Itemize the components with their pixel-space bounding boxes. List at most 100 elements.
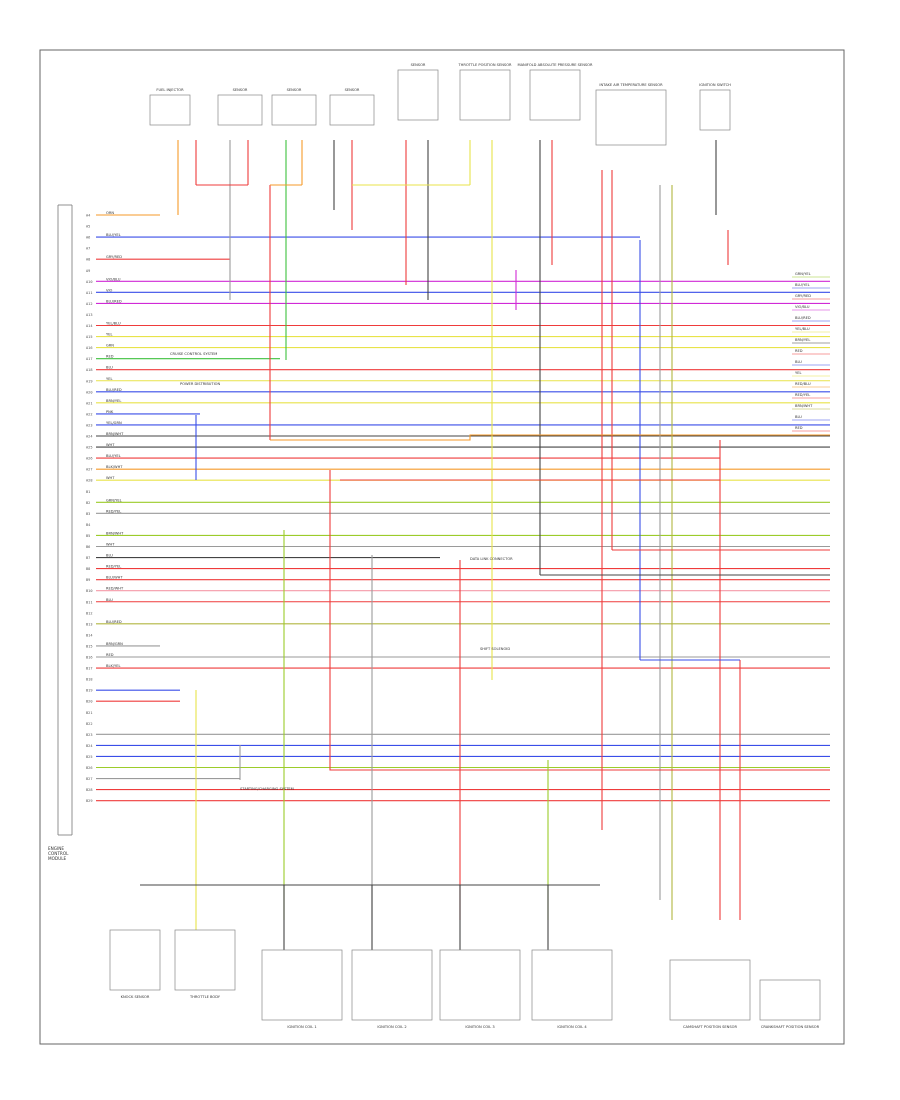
right-ref-label: YEL/BLU xyxy=(795,327,810,331)
ecm-pin-label: A10 xyxy=(86,280,93,284)
top-component-label: SENSOR xyxy=(233,88,248,92)
ecm-pin-label: A15 xyxy=(86,335,93,339)
bottom-component-label: IGNITION COIL 3 xyxy=(465,1025,494,1029)
ecm-pin-label: A5 xyxy=(86,225,90,229)
ecm-label: MODULE xyxy=(48,856,67,861)
wire-color-label: BLU/YEL xyxy=(106,233,121,237)
wire-color-label: BLU xyxy=(106,366,113,370)
ecm-pin-label: A17 xyxy=(86,357,93,361)
top-component xyxy=(329,94,375,126)
bottom-component-label: IGNITION COIL 1 xyxy=(287,1025,316,1029)
bottom-component-label: CAMSHAFT POSITION SENSOR xyxy=(683,1025,737,1029)
ecm-pin-label: B8 xyxy=(86,567,90,571)
ecm-pin-label: B27 xyxy=(86,777,93,781)
ecm-pin-label: A22 xyxy=(86,412,93,416)
ecm-pin-label: A25 xyxy=(86,446,93,450)
wire-color-label: PNK xyxy=(106,410,114,414)
top-component-label: SENSOR xyxy=(345,88,360,92)
ecm-pin-label: B12 xyxy=(86,611,93,615)
jog-wire xyxy=(329,470,830,771)
wire-color-label: BRN/YEL xyxy=(106,399,121,403)
wire-color-label: RED/WHT xyxy=(106,587,124,591)
wire-color-label: ORN xyxy=(106,211,114,215)
ecm-pin-label: B19 xyxy=(86,689,93,693)
ecm-pin-label: B1 xyxy=(86,490,90,494)
right-ref-label: YEL xyxy=(795,371,801,375)
mid-note-label: STARTING/CHARGING SYSTEM xyxy=(240,787,294,791)
ecm-pin-label: A8 xyxy=(86,258,90,262)
wire-layer xyxy=(96,140,830,950)
top-component xyxy=(149,94,191,126)
ecm-label: ENGINE xyxy=(48,846,64,851)
bottom-component xyxy=(351,949,433,1021)
ecm-pin-label: B15 xyxy=(86,644,93,648)
ecm-pin-label: A4 xyxy=(86,214,90,218)
bottom-component-label: THROTTLE BODY xyxy=(189,995,221,999)
wire-color-label: GRN xyxy=(106,344,114,348)
right-ref-label: BLU/YEL xyxy=(795,283,810,287)
ecm-pin-label: B20 xyxy=(86,700,93,704)
ecm-label: CONTROL xyxy=(48,851,69,856)
ecm-pin-label: B22 xyxy=(86,722,93,726)
label-layer: A4A5A6A7A8A9A10A11A12A13A14A15A16A17A18A… xyxy=(48,63,820,1029)
right-ref-label: RED xyxy=(795,426,803,430)
wire-color-label: RED xyxy=(106,653,114,657)
ecm-pin-label: B4 xyxy=(86,523,90,527)
jog-wire xyxy=(270,434,830,441)
top-component xyxy=(529,69,581,121)
mid-note-label: CRUISE CONTROL SYSTEM xyxy=(170,352,217,356)
ecm-pin-label: B6 xyxy=(86,545,90,549)
bottom-component xyxy=(759,979,821,1021)
wire-color-label: VIO xyxy=(106,288,113,292)
ecm-pin-label: A21 xyxy=(86,401,93,405)
top-component xyxy=(595,89,667,146)
right-ref-label: RED/BLU xyxy=(795,382,811,386)
right-ref-label: BRN/WHT xyxy=(795,404,813,408)
bottom-component xyxy=(174,929,236,991)
ecm-pin-label: A7 xyxy=(86,247,90,251)
mid-note-label: POWER DISTRIBUTION xyxy=(180,382,220,386)
wire-color-label: RED/YEL xyxy=(106,565,121,569)
ecm-pin-label: A12 xyxy=(86,302,93,306)
ecm-pin-label: B21 xyxy=(86,711,93,715)
top-component-label: SENSOR xyxy=(287,88,302,92)
ecm-pin-label: A26 xyxy=(86,457,93,461)
top-component xyxy=(217,94,263,126)
right-ref-label: RED/YEL xyxy=(795,393,810,397)
wire-color-label: RED/YEL xyxy=(106,509,121,513)
ecm-pin-label: A6 xyxy=(86,236,90,240)
mid-note-label: DATA LINK CONNECTOR xyxy=(470,557,513,561)
wire-color-label: BLU xyxy=(106,554,113,558)
ecm-pin-label: A11 xyxy=(86,291,93,295)
bottom-component-label: IGNITION COIL 4 xyxy=(557,1025,587,1029)
ecm-pin-label: B29 xyxy=(86,799,93,803)
ecm-pin-label: B25 xyxy=(86,755,93,759)
ecm-pin-label: A28 xyxy=(86,479,93,483)
right-ref-label: GRN/YEL xyxy=(795,272,811,276)
diagram-frame xyxy=(39,49,845,1045)
wire-color-label: RED xyxy=(106,355,114,359)
wire-color-label: BLU/RED xyxy=(106,388,122,392)
top-component-label: SENSOR xyxy=(411,63,426,67)
component-layer xyxy=(57,69,830,1021)
ecm-pin-label: B10 xyxy=(86,589,93,593)
wire-color-label: WHT xyxy=(106,443,115,447)
wire-color-label: BLU/YEL xyxy=(106,454,121,458)
ecm-pin-label: B16 xyxy=(86,656,93,660)
bottom-component-label: KNOCK SENSOR xyxy=(121,995,150,999)
ecm-pin-label: A23 xyxy=(86,423,93,427)
ecm-pin-label: B9 xyxy=(86,578,90,582)
wire-color-label: BRN/WHT xyxy=(106,432,124,436)
wire-color-label: BRN/GRN xyxy=(106,642,123,646)
ecm-pin-label: A20 xyxy=(86,390,93,394)
top-component xyxy=(397,69,439,121)
top-component-label: INTAKE AIR TEMPERATURE SENSOR xyxy=(599,83,663,87)
ecm-pin-label: A19 xyxy=(86,379,93,383)
bottom-component xyxy=(439,949,521,1021)
right-ref-label: BLU xyxy=(795,360,802,364)
ecm-pin-label: A27 xyxy=(86,468,93,472)
top-component xyxy=(459,69,511,121)
wire-color-label: GRN/YEL xyxy=(106,498,122,502)
wire-color-label: YEL xyxy=(106,377,112,381)
ecm-pin-label: A24 xyxy=(86,435,93,439)
